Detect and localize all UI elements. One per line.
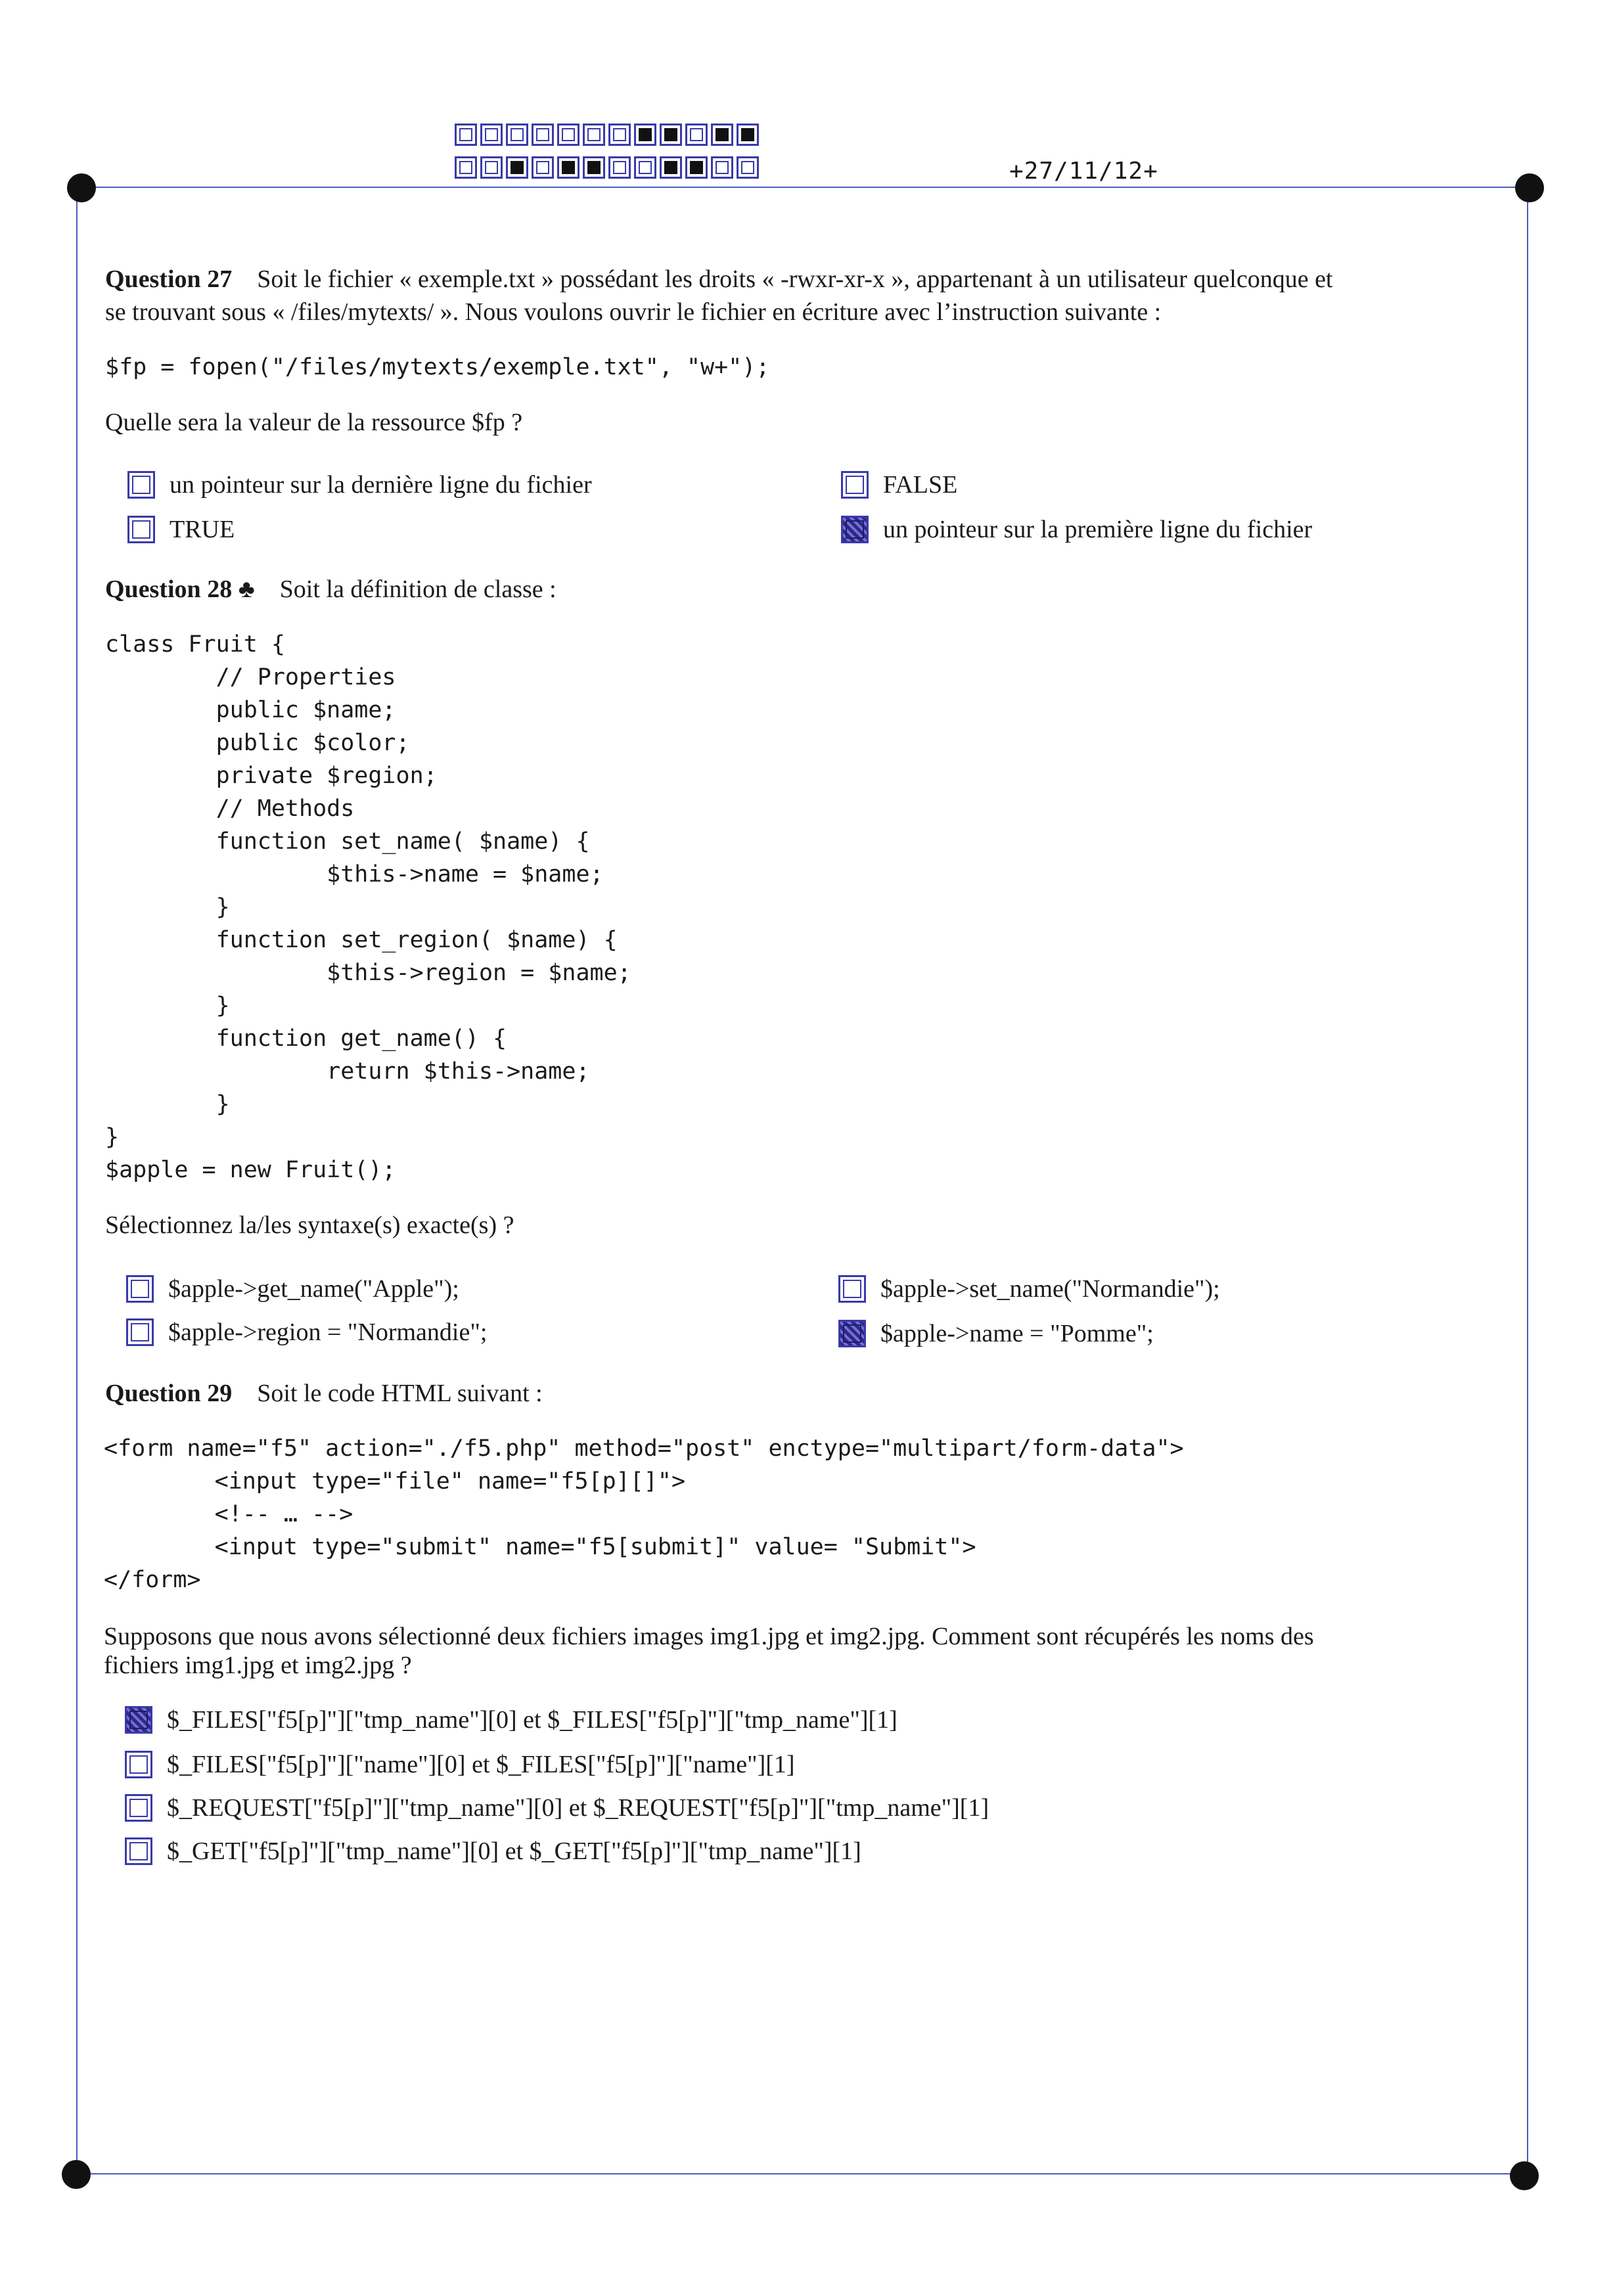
q27-prompt: Quelle sera la valeur de la ressource $f… — [105, 409, 523, 436]
corner-mark-top-right — [1515, 173, 1544, 202]
choice-label: $_FILES["f5[p]"]["name"][0] et $_FILES["… — [167, 1751, 795, 1778]
q28-choice-3[interactable]: $apple->set_name("Normandie"); — [838, 1274, 1220, 1303]
barcode-cell — [608, 156, 631, 179]
checkbox[interactable] — [125, 1751, 152, 1778]
choice-label: $_FILES["f5[p]"]["tmp_name"][0] et $_FIL… — [167, 1706, 897, 1734]
q27-line1: Question 27 Soit le fichier « exemple.tx… — [105, 263, 1333, 296]
q28-prompt: Sélectionnez la/les syntaxe(s) exacte(s)… — [105, 1211, 514, 1239]
barcode-cell — [557, 124, 579, 146]
choice-label: $_REQUEST["f5[p]"]["tmp_name"][0] et $_R… — [167, 1794, 989, 1822]
choice-label: $apple->region = "Normandie"; — [168, 1318, 488, 1346]
corner-mark-bottom-right — [1510, 2161, 1539, 2190]
q29-heading: Question 29 Soit le code HTML suivant : — [105, 1377, 543, 1410]
q27-statement-line2: se trouvant sous « /files/mytexts/ ». No… — [105, 298, 1162, 326]
q27-choice-1[interactable]: un pointeur sur la dernière ligne du fic… — [127, 470, 592, 499]
checkbox[interactable] — [125, 1706, 152, 1734]
barcode-cell — [455, 124, 477, 146]
q27-choice-2[interactable]: TRUE — [127, 515, 235, 544]
page-date: +27/11/12+ — [1009, 158, 1158, 185]
corner-mark-bottom-left — [62, 2160, 91, 2189]
q28-intro: Soit la définition de classe : — [279, 575, 557, 603]
choice-label: $apple->name = "Pomme"; — [880, 1320, 1154, 1347]
barcode-cell — [608, 124, 631, 146]
frame-top-line — [81, 187, 1531, 188]
barcode-cell — [634, 124, 656, 146]
barcode-cell — [685, 124, 708, 146]
barcode-cell — [480, 156, 503, 179]
q28-choice-2[interactable]: $apple->region = "Normandie"; — [126, 1318, 487, 1347]
q29-prompt-line1: Supposons que nous avons sélectionné deu… — [104, 1623, 1314, 1650]
q29-choice-2[interactable]: $_FILES["f5[p]"]["name"][0] et $_FILES["… — [125, 1750, 795, 1779]
checkbox[interactable] — [838, 1320, 866, 1347]
checkbox[interactable] — [126, 1275, 154, 1303]
corner-mark-top-left — [67, 173, 96, 202]
checkbox[interactable] — [125, 1837, 152, 1865]
checkbox[interactable] — [126, 1318, 154, 1346]
frame-right-line — [1527, 188, 1528, 2174]
frame-left-line — [76, 188, 78, 2174]
q29-code: <form name="f5" action="./f5.php" method… — [104, 1435, 1184, 1593]
q29-choice-1[interactable]: $_FILES["f5[p]"]["tmp_name"][0] et $_FIL… — [125, 1705, 897, 1734]
choice-label: $apple->set_name("Normandie"); — [880, 1275, 1220, 1303]
barcode-cell — [660, 124, 682, 146]
barcode-cell — [532, 156, 554, 179]
barcode-cell — [480, 124, 503, 146]
choice-label: FALSE — [883, 471, 958, 499]
q29-choice-3[interactable]: $_REQUEST["f5[p]"]["tmp_name"][0] et $_R… — [125, 1793, 989, 1822]
barcode-cell — [737, 156, 759, 179]
barcode-cell — [455, 156, 477, 179]
choice-label: un pointeur sur la première ligne du fic… — [883, 516, 1313, 543]
choice-label: TRUE — [170, 516, 235, 543]
checkbox[interactable] — [841, 516, 869, 543]
barcode-cell — [660, 156, 682, 179]
barcode-cell — [583, 124, 605, 146]
q27-choice-4[interactable]: un pointeur sur la première ligne du fic… — [841, 515, 1312, 544]
q28-label: Question 28 ♣ — [105, 575, 255, 603]
barcode-cell — [634, 156, 656, 179]
frame-bottom-line — [76, 2173, 1526, 2174]
choice-label: un pointeur sur la dernière ligne du fic… — [170, 471, 592, 499]
checkbox[interactable] — [127, 471, 155, 499]
q28-choice-4[interactable]: $apple->name = "Pomme"; — [838, 1319, 1154, 1348]
q28-heading: Question 28 ♣ Soit la définition de clas… — [105, 573, 557, 606]
barcode-cell — [506, 156, 528, 179]
barcode-cell — [506, 124, 528, 146]
barcode-cell — [737, 124, 759, 146]
barcode-cell — [583, 156, 605, 179]
checkbox[interactable] — [125, 1794, 152, 1822]
q29-label: Question 29 — [105, 1380, 233, 1407]
checkbox[interactable] — [841, 471, 869, 499]
barcode-row-1 — [455, 124, 762, 146]
barcode-cell — [532, 124, 554, 146]
barcode-cell — [711, 124, 733, 146]
choice-label: $apple->get_name("Apple"); — [168, 1275, 459, 1303]
q29-prompt-line2: fichiers img1.jpg et img2.jpg ? — [104, 1652, 412, 1679]
barcode-cell — [711, 156, 733, 179]
barcode-cell — [557, 156, 579, 179]
q27-statement-line1: Soit le fichier « exemple.txt » possédan… — [257, 265, 1333, 293]
checkbox[interactable] — [127, 516, 155, 543]
q28-code: class Fruit { // Properties public $name… — [105, 631, 631, 1183]
barcode-cell — [685, 156, 708, 179]
q27-label: Question 27 — [105, 265, 233, 293]
q27-code: $fp = fopen("/files/mytexts/exemple.txt"… — [105, 354, 770, 380]
q29-intro: Soit le code HTML suivant : — [257, 1380, 543, 1407]
q28-choice-1[interactable]: $apple->get_name("Apple"); — [126, 1274, 459, 1303]
checkbox[interactable] — [838, 1275, 866, 1303]
q29-choice-4[interactable]: $_GET["f5[p]"]["tmp_name"][0] et $_GET["… — [125, 1837, 861, 1866]
choice-label: $_GET["f5[p]"]["tmp_name"][0] et $_GET["… — [167, 1837, 861, 1865]
barcode-row-2 — [455, 156, 762, 179]
q27-choice-3[interactable]: FALSE — [841, 470, 957, 499]
